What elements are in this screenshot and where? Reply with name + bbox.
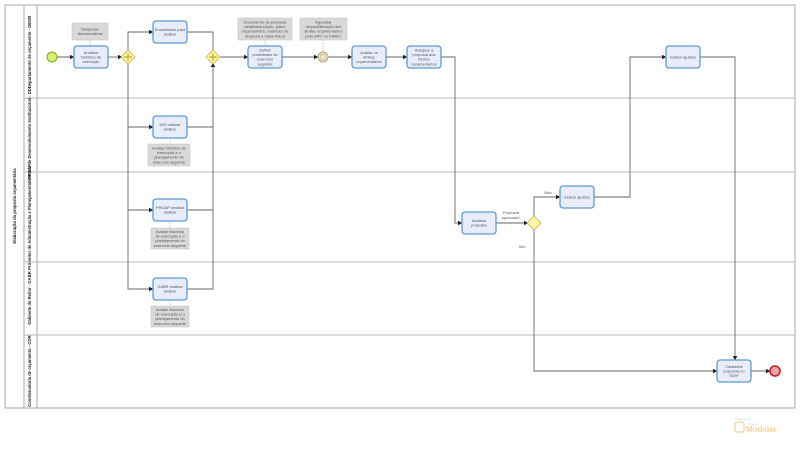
task-adequar-label: Adequar a [415,48,434,53]
task-analisar-historico-label: Analisar [84,50,99,55]
gateway-no-label: Não [544,190,552,195]
task-definir-label: seguinte [257,61,273,66]
task-gabr-label: análise [164,289,177,294]
svg-text:Powered by: Powered by [735,417,751,421]
annotation-gabr-label: planejamento do [155,316,185,321]
task-definir-label: Definir [259,48,271,53]
pool [4,4,796,409]
pool-title: Elaboração da proposta orçamentária [12,168,17,244]
task-analisar-historico-label: histórico de [81,54,102,59]
task-adequar-label: limites [418,57,429,62]
task-indicar1-label: Indicar ajustes [564,194,590,199]
task-avaliar-label: Avaliar os [360,50,378,55]
lane-deor: Departamento de orçamento - DEOR [27,16,32,89]
annotation-documento-label: Documento da proposta [244,20,287,25]
annotation-documento-label: detalhada (Ação, plano [244,24,286,29]
svg-text:Modeler: Modeler [746,425,777,434]
start-event[interactable] [46,51,58,63]
annotation-ddi-label: exercício seguinte [153,159,186,164]
task-analisar-proposta-label: Analisar [472,218,487,223]
annotation-aguardar-label: Aguardar [315,20,332,25]
annotation-proap-label: planejamento do [155,238,185,243]
annotation-despesas-label: Despesas [81,27,99,32]
bizagi-watermark: Powered by bizagi Modeler [734,417,777,434]
timer-intermediate-event[interactable] [317,51,329,63]
task-proap-label: PROAP realizar [156,205,185,210]
annotation-ddi-label: execução e o [157,150,182,155]
task-proap-label: análise [164,210,177,215]
parallel-gateway-join[interactable] [205,49,221,65]
task-analisar-historico-label: execução [82,59,100,64]
task-indicar1[interactable]: Indicar ajustes [559,185,595,209]
task-avaliar-label: orçamentários [356,59,381,64]
gateway-question-2: aprovada? [502,215,522,220]
task-definir-label: prioridades do [252,52,278,57]
annotation-documento-label: orçamentário, natureza de [242,29,289,34]
annotation-gabr-label: exercício seguinte [154,321,187,326]
lane-proap: Pró-reitor de Administração e Planejamen… [27,164,32,270]
annotation-ddi-label: Avaliar histórico de [152,146,186,151]
annotation-despesas-label: discricionárias [77,31,102,36]
gateway-yes-label: Sim [519,244,527,249]
annotation-aguardar-label: limites orçamentários [305,29,343,34]
annotation-aguardar-label: pela SPO no SIMEC [305,33,342,38]
gateway-question-1: Proposta [503,210,520,215]
annotation-aguardar-label: disponibilização dos [306,24,342,29]
task-gabr-label: GABR realizar [157,284,183,289]
lane-gabr: Gabinete do Reitor - GABR [27,271,32,325]
annotation-proap-label: exercício seguinte [154,243,187,248]
task-cadastrar-label: proposta no [723,368,745,373]
parallel-gateway-split[interactable] [120,49,136,65]
lane-ddi: Diretoria de Desenvolvimento Institucion… [27,87,32,183]
svg-text:bizagi: bizagi [748,422,756,426]
task-analisar-proposta-label: proposta [471,223,487,228]
annotation-documento-label: despesa e meta física) [245,33,286,38]
annotation-proap-label: de execução e o [155,234,185,239]
exclusive-gateway[interactable] [526,215,542,231]
annotation-ddi-label: planejamento do [154,155,184,160]
task-encaminhar-label: Encaminhar para [155,27,186,32]
lane-cor: Coordenadoria de orçamento - COR [27,335,32,406]
task-ddi-label: análise [164,127,177,132]
task-avaliar-label: limites [363,54,374,59]
annotation-gabr-label: de execução e o [155,312,185,317]
task-definir-label: exercício [257,57,274,62]
annotation-proap-label: Avaliar histórico [156,229,185,234]
annotation-gabr-label: Avaliar histórico [156,307,185,312]
task-ddi-label: DDI realizar [159,122,181,127]
task-cadastrar-label: SIOP [729,373,739,378]
task-indicar2-label: Indicar ajustes [670,54,696,59]
task-cadastrar-label: Cadastrar [725,364,743,369]
end-event[interactable] [769,365,781,377]
task-adequar-label: proposta aos [412,52,435,57]
task-indicar2[interactable]: Indicar ajustes [665,45,701,69]
task-encaminhar-label: análise [164,32,177,37]
task-adequar-label: orçamentários [411,61,436,66]
